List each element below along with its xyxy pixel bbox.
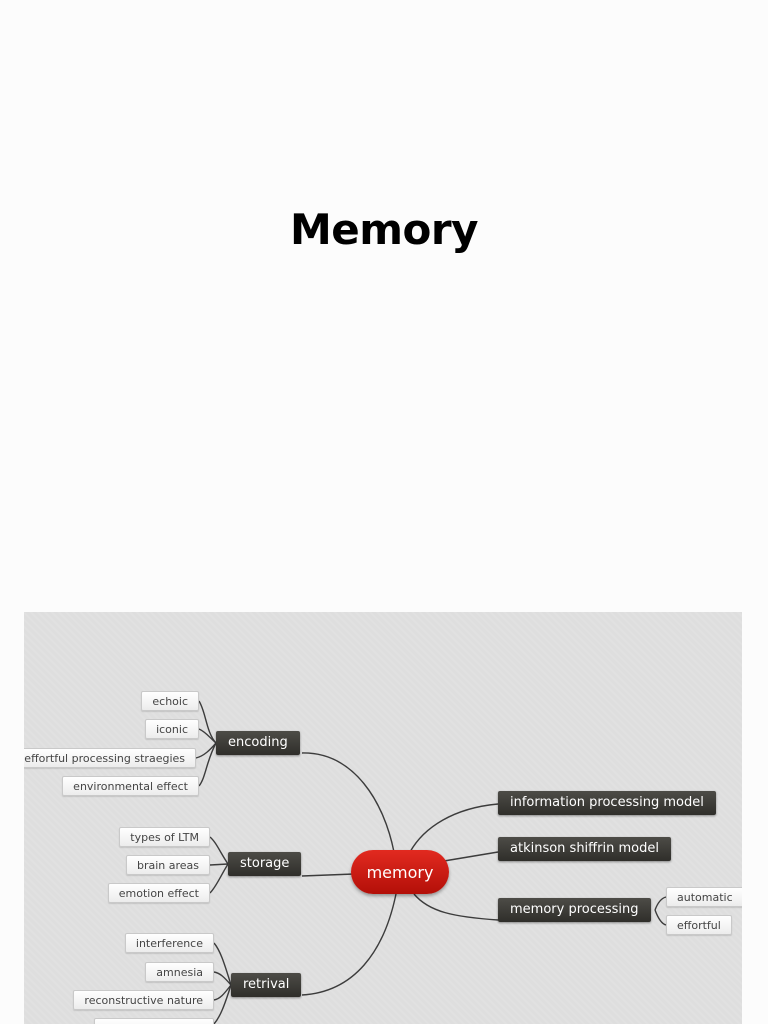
branch-storage[interactable]: storage — [228, 852, 302, 876]
connector-storage — [301, 873, 355, 877]
leaf-echoic[interactable]: echoic — [141, 691, 199, 711]
connector-effortful — [654, 909, 667, 926]
connector-atkinson — [443, 851, 499, 862]
leaf-environmental-effect[interactable]: environmental effect — [62, 776, 199, 796]
connector-retrival-cut — [213, 984, 232, 1024]
leaf-retrival-cut-off — [94, 1018, 214, 1024]
leaf-types-of-ltm[interactable]: types of LTM — [119, 827, 210, 847]
branch-information-processing-model[interactable]: information processing model — [498, 791, 716, 815]
leaf-interference[interactable]: interference — [124, 933, 214, 953]
connector-automatic — [654, 896, 667, 911]
connector-reconstructive — [213, 984, 232, 1001]
leaf-effortful-processing-strategies[interactable]: effortful processing straegies — [24, 748, 196, 768]
center-node-memory[interactable]: memory — [351, 850, 449, 894]
leaf-brain-areas[interactable]: brain areas — [125, 855, 210, 875]
leaf-automatic[interactable]: automatic — [666, 887, 742, 907]
leaf-emotion-effect[interactable]: emotion effect — [107, 883, 210, 903]
connector-amnesia — [213, 971, 232, 986]
page-title: Memory — [290, 205, 479, 254]
connector-iconic — [198, 728, 217, 744]
leaf-amnesia[interactable]: amnesia — [145, 962, 214, 982]
connector-brain-areas — [209, 863, 229, 866]
connector-info-processing — [409, 803, 499, 853]
branch-retrival[interactable]: retrival — [231, 973, 302, 997]
leaf-iconic[interactable]: iconic — [145, 719, 199, 739]
mind-map-connectors — [195, 700, 667, 1024]
connector-retrival — [301, 893, 397, 996]
connector-encoding — [301, 752, 395, 853]
branch-atkinson-shiffrin-model[interactable]: atkinson shiffrin model — [498, 837, 671, 861]
branch-encoding[interactable]: encoding — [216, 731, 300, 755]
leaf-effortful[interactable]: effortful — [666, 915, 732, 935]
mind-map: memory encoding storage retrival informa… — [24, 612, 742, 1024]
connector-echoic — [198, 700, 217, 744]
connector-interference — [213, 942, 232, 986]
connector-memory-processing — [413, 893, 499, 921]
connector-emotion — [209, 863, 229, 894]
connector-types-ltm — [209, 836, 229, 865]
branch-memory-processing[interactable]: memory processing — [498, 898, 651, 922]
leaf-reconstructive-nature[interactable]: reconstructive nature — [73, 990, 214, 1010]
connector-environmental — [198, 742, 217, 787]
